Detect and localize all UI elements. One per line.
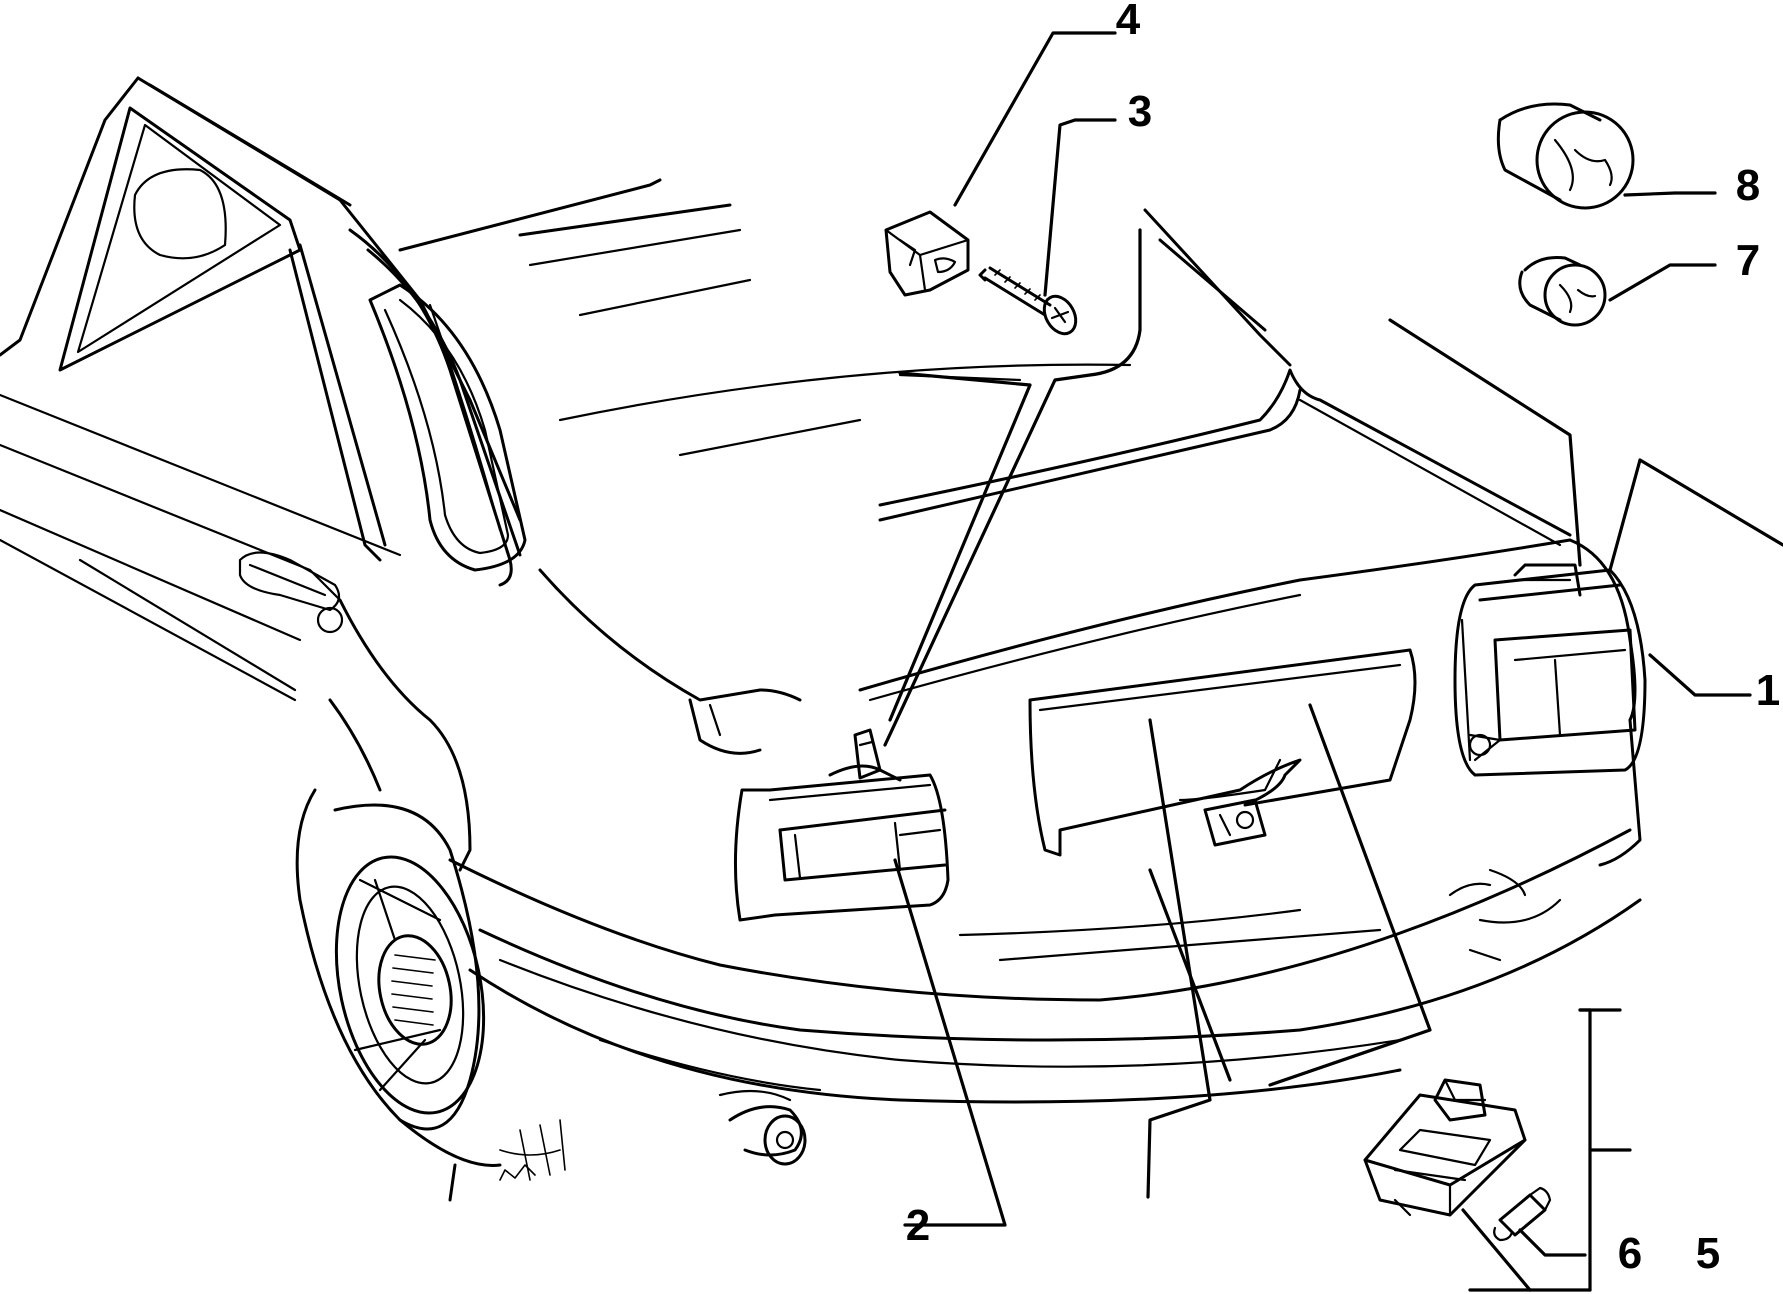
callout-2: 2: [906, 1201, 930, 1250]
callout-3: 3: [1128, 87, 1152, 136]
small-bulb-part: [1518, 256, 1607, 327]
screw-part: [978, 266, 1078, 336]
callout-6: 6: [1618, 1229, 1642, 1278]
large-bulb-part: [1496, 102, 1635, 210]
car-body: [0, 76, 1642, 1202]
callout-7: 7: [1736, 236, 1760, 285]
festoon-bulb-part: [1493, 1186, 1552, 1242]
callout-labels: 4 3 8 7 1 2 6 5: [906, 0, 1780, 1278]
callout-5: 5: [1696, 1229, 1720, 1278]
left-tail-light: [733, 728, 950, 922]
callout-4: 4: [1116, 0, 1141, 44]
right-tail-light: [1453, 563, 1647, 777]
license-lamp-part: [1363, 1078, 1527, 1217]
callout-8: 8: [1736, 161, 1760, 210]
callout-1: 1: [1756, 666, 1780, 715]
clip-nut-part: [884, 210, 970, 297]
leader-lines: [883, 31, 1783, 1292]
